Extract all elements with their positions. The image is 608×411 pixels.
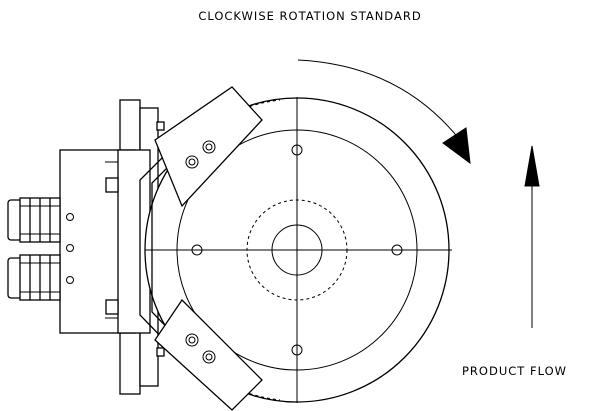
turntable-disc (144, 97, 452, 403)
screw-upper-1 (185, 155, 199, 169)
rotation-arrow (297, 59, 471, 165)
screw-lower-2 (202, 350, 216, 364)
lower-clamp-arm (154, 298, 281, 411)
upper-clamp-arm (154, 86, 281, 208)
gear-housing (59, 149, 151, 334)
screw-upper-2 (202, 140, 216, 154)
connector-lower (7, 254, 61, 301)
housing-hole-middle (66, 244, 74, 252)
clamp-block-lower (105, 299, 119, 315)
connector-upper (7, 197, 61, 243)
clamp-block-upper (105, 177, 119, 193)
screw-lower-1 (185, 333, 199, 347)
product-flow-label: PRODUCT FLOW (462, 364, 567, 378)
housing-hole-bottom (66, 276, 74, 284)
rotation-title: CLOCKWISE ROTATION STANDARD (198, 9, 421, 23)
product-flow-arrow (524, 145, 540, 328)
housing-hole-top (66, 213, 74, 221)
